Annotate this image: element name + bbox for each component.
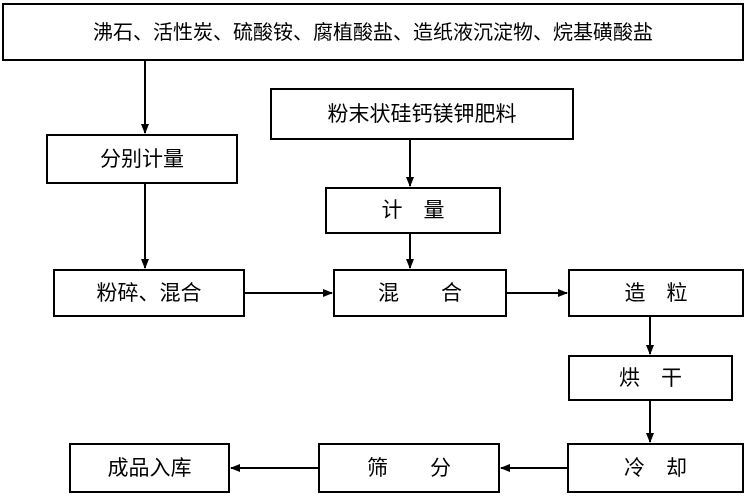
powder-fertilizer-box: 粉末状硅钙镁钾肥料 bbox=[270, 88, 574, 140]
raw-materials-label: 沸石、活性炭、硫酸铵、腐植酸盐、造纸液沉淀物、烷基磺酸盐 bbox=[93, 20, 653, 44]
raw-materials-box: 沸石、活性炭、硫酸铵、腐植酸盐、造纸液沉淀物、烷基磺酸盐 bbox=[2, 3, 744, 61]
crush-mix-box: 粉碎、混合 bbox=[53, 269, 245, 317]
measure-label: 计 量 bbox=[381, 198, 445, 222]
measure-box: 计 量 bbox=[325, 187, 501, 234]
cool-label: 冷 却 bbox=[624, 455, 687, 480]
cool-box: 冷 却 bbox=[567, 443, 744, 493]
powder-fertilizer-label: 粉末状硅钙镁钾肥料 bbox=[327, 101, 517, 126]
crush-mix-label: 粉碎、混合 bbox=[96, 280, 202, 305]
mix-label: 混 合 bbox=[378, 280, 462, 305]
product-storage-box: 成品入库 bbox=[69, 443, 230, 493]
sieve-box: 筛 分 bbox=[318, 443, 500, 493]
measure-separately-box: 分别计量 bbox=[46, 134, 238, 184]
measure-separately-label: 分别计量 bbox=[100, 146, 184, 171]
dry-box: 烘 干 bbox=[568, 355, 733, 401]
mix-box: 混 合 bbox=[333, 269, 507, 317]
sieve-label: 筛 分 bbox=[367, 455, 451, 480]
granulate-box: 造 粒 bbox=[568, 269, 744, 317]
product-storage-label: 成品入库 bbox=[107, 455, 192, 480]
granulate-label: 造 粒 bbox=[624, 280, 688, 305]
dry-label: 烘 干 bbox=[619, 365, 682, 390]
